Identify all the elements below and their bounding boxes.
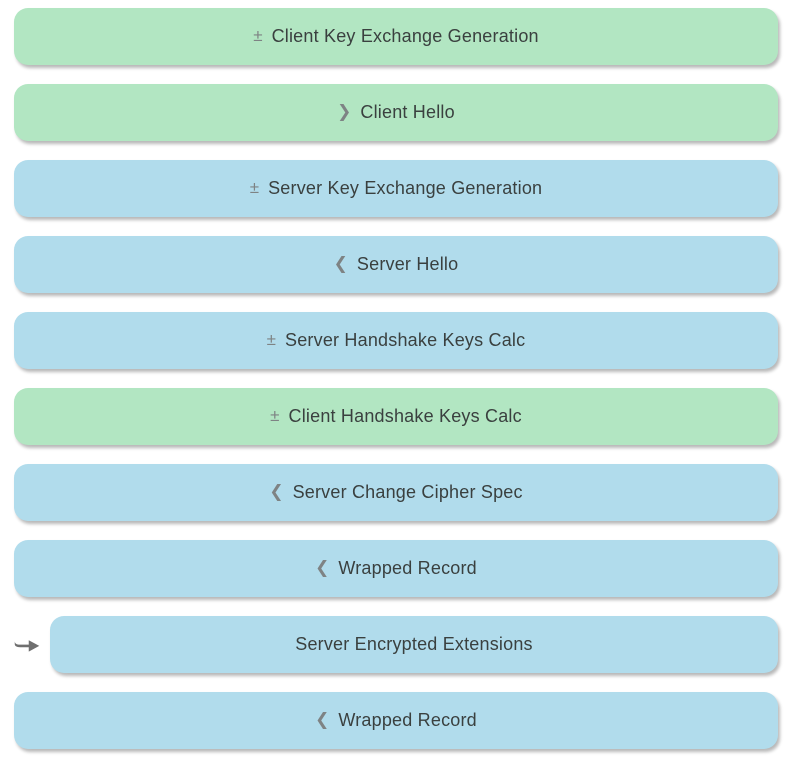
record-wrapped-record[interactable]: ❮ Wrapped Record (14, 692, 778, 749)
chevron-left-icon: ❮ (315, 710, 330, 729)
record-label: Wrapped Record (338, 558, 477, 578)
record-server-change-cipher-spec[interactable]: ❮ Server Change Cipher Spec (14, 464, 778, 521)
chevron-left-icon: ❮ (269, 482, 284, 501)
record-label: Server Hello (356, 254, 459, 274)
chevron-left-icon: ❮ (315, 558, 330, 577)
record-label: Client Handshake Keys Calc (288, 406, 522, 426)
record-client-hello[interactable]: ❯ Client Hello (14, 84, 778, 141)
plus-minus-icon: ± (249, 178, 260, 197)
record-label: Client Hello (360, 102, 455, 122)
record-server-handshake-keys-calc[interactable]: ± Server Handshake Keys Calc (14, 312, 778, 369)
record-label: Client Key Exchange Generation (271, 26, 539, 46)
chevron-left-icon: ❮ (333, 254, 348, 273)
selected-cursor-arrow-icon (13, 635, 41, 655)
chevron-right-icon: ❯ (337, 102, 352, 121)
record-server-hello[interactable]: ❮ Server Hello (14, 236, 778, 293)
record-label: Server Change Cipher Spec (292, 482, 523, 502)
plus-minus-icon: ± (266, 330, 277, 349)
record-client-key-exchange-generation[interactable]: ± Client Key Exchange Generation (14, 8, 778, 65)
record-list: ± Client Key Exchange Generation ❯ Clien… (14, 8, 778, 749)
record-server-encrypted-extensions[interactable]: Server Encrypted Extensions (14, 616, 778, 673)
plus-minus-icon: ± (253, 26, 263, 45)
record-label: Server Handshake Keys Calc (285, 330, 526, 350)
record-label: Server Key Exchange Generation (268, 178, 543, 198)
record-label: Wrapped Record (338, 710, 477, 730)
record-client-handshake-keys-calc[interactable]: ± Client Handshake Keys Calc (14, 388, 778, 445)
plus-minus-icon: ± (270, 406, 280, 425)
record-server-key-exchange-generation[interactable]: ± Server Key Exchange Generation (14, 160, 778, 217)
record-wrapped-record[interactable]: ❮ Wrapped Record (14, 540, 778, 597)
record-label: Server Encrypted Extensions (295, 634, 533, 654)
